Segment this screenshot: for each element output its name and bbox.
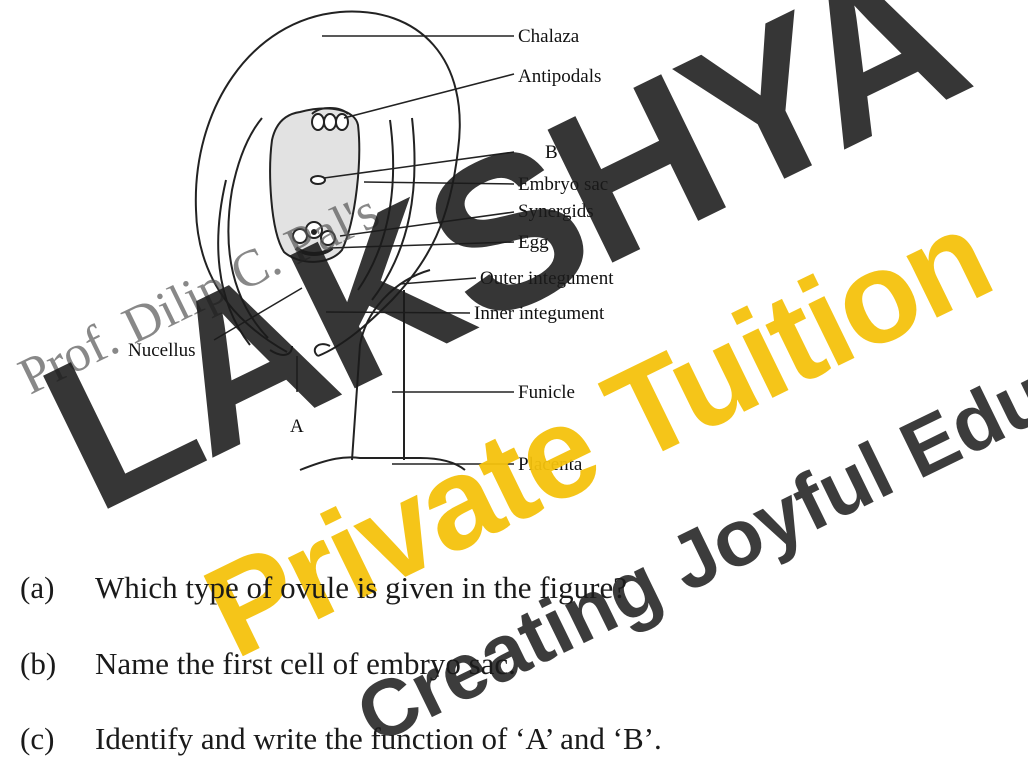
label-funicle: Funicle xyxy=(518,382,575,403)
label-nucellus: Nucellus xyxy=(128,340,196,361)
label-inner-integument: Inner integument xyxy=(474,303,605,324)
label-a: A xyxy=(290,416,304,437)
micropyle-lip-left xyxy=(269,345,293,356)
ovule-drawing xyxy=(194,10,466,471)
question-a-number: (a) xyxy=(20,570,55,605)
funicle-shape xyxy=(351,269,431,461)
label-egg: Egg xyxy=(518,232,549,253)
label-embryo-sac: Embryo sac xyxy=(518,174,608,195)
label-outer-integument: Outer integument xyxy=(480,268,614,289)
label-placenta: Placenta xyxy=(518,454,583,475)
label-antipodals: Antipodals xyxy=(518,66,601,87)
inner-wall-curve-4 xyxy=(371,117,416,301)
inner-wall-curve-2 xyxy=(217,179,251,346)
diagram-labels: Chalaza Antipodals B Embryo sac Synergid… xyxy=(128,26,614,475)
label-synergids: Synergids xyxy=(518,201,594,222)
question-c-text: Identify and write the function of ‘A’ a… xyxy=(95,721,662,756)
micropyle-lip-right xyxy=(313,343,331,357)
question-b-number: (b) xyxy=(20,646,57,681)
question-b: (b) Name the first cell of embryo sac. xyxy=(20,646,516,682)
question-a: (a) Which type of ovule is given in the f… xyxy=(20,570,627,606)
embryo-sac-shape xyxy=(269,107,361,263)
label-chalaza: Chalaza xyxy=(518,26,580,47)
question-c: (c) Identify and write the function of ‘A… xyxy=(20,721,662,757)
leader-lines xyxy=(213,35,515,465)
question-b-text: Name the first cell of embryo sac. xyxy=(95,646,516,681)
question-a-text: Which type of ovule is given in the figu… xyxy=(95,570,628,605)
outer-integument-wall xyxy=(194,10,461,357)
question-c-number: (c) xyxy=(20,721,55,756)
label-b: B xyxy=(545,142,558,163)
inner-wall-curve-1 xyxy=(227,117,269,339)
inner-wall-curve-3 xyxy=(357,119,395,291)
